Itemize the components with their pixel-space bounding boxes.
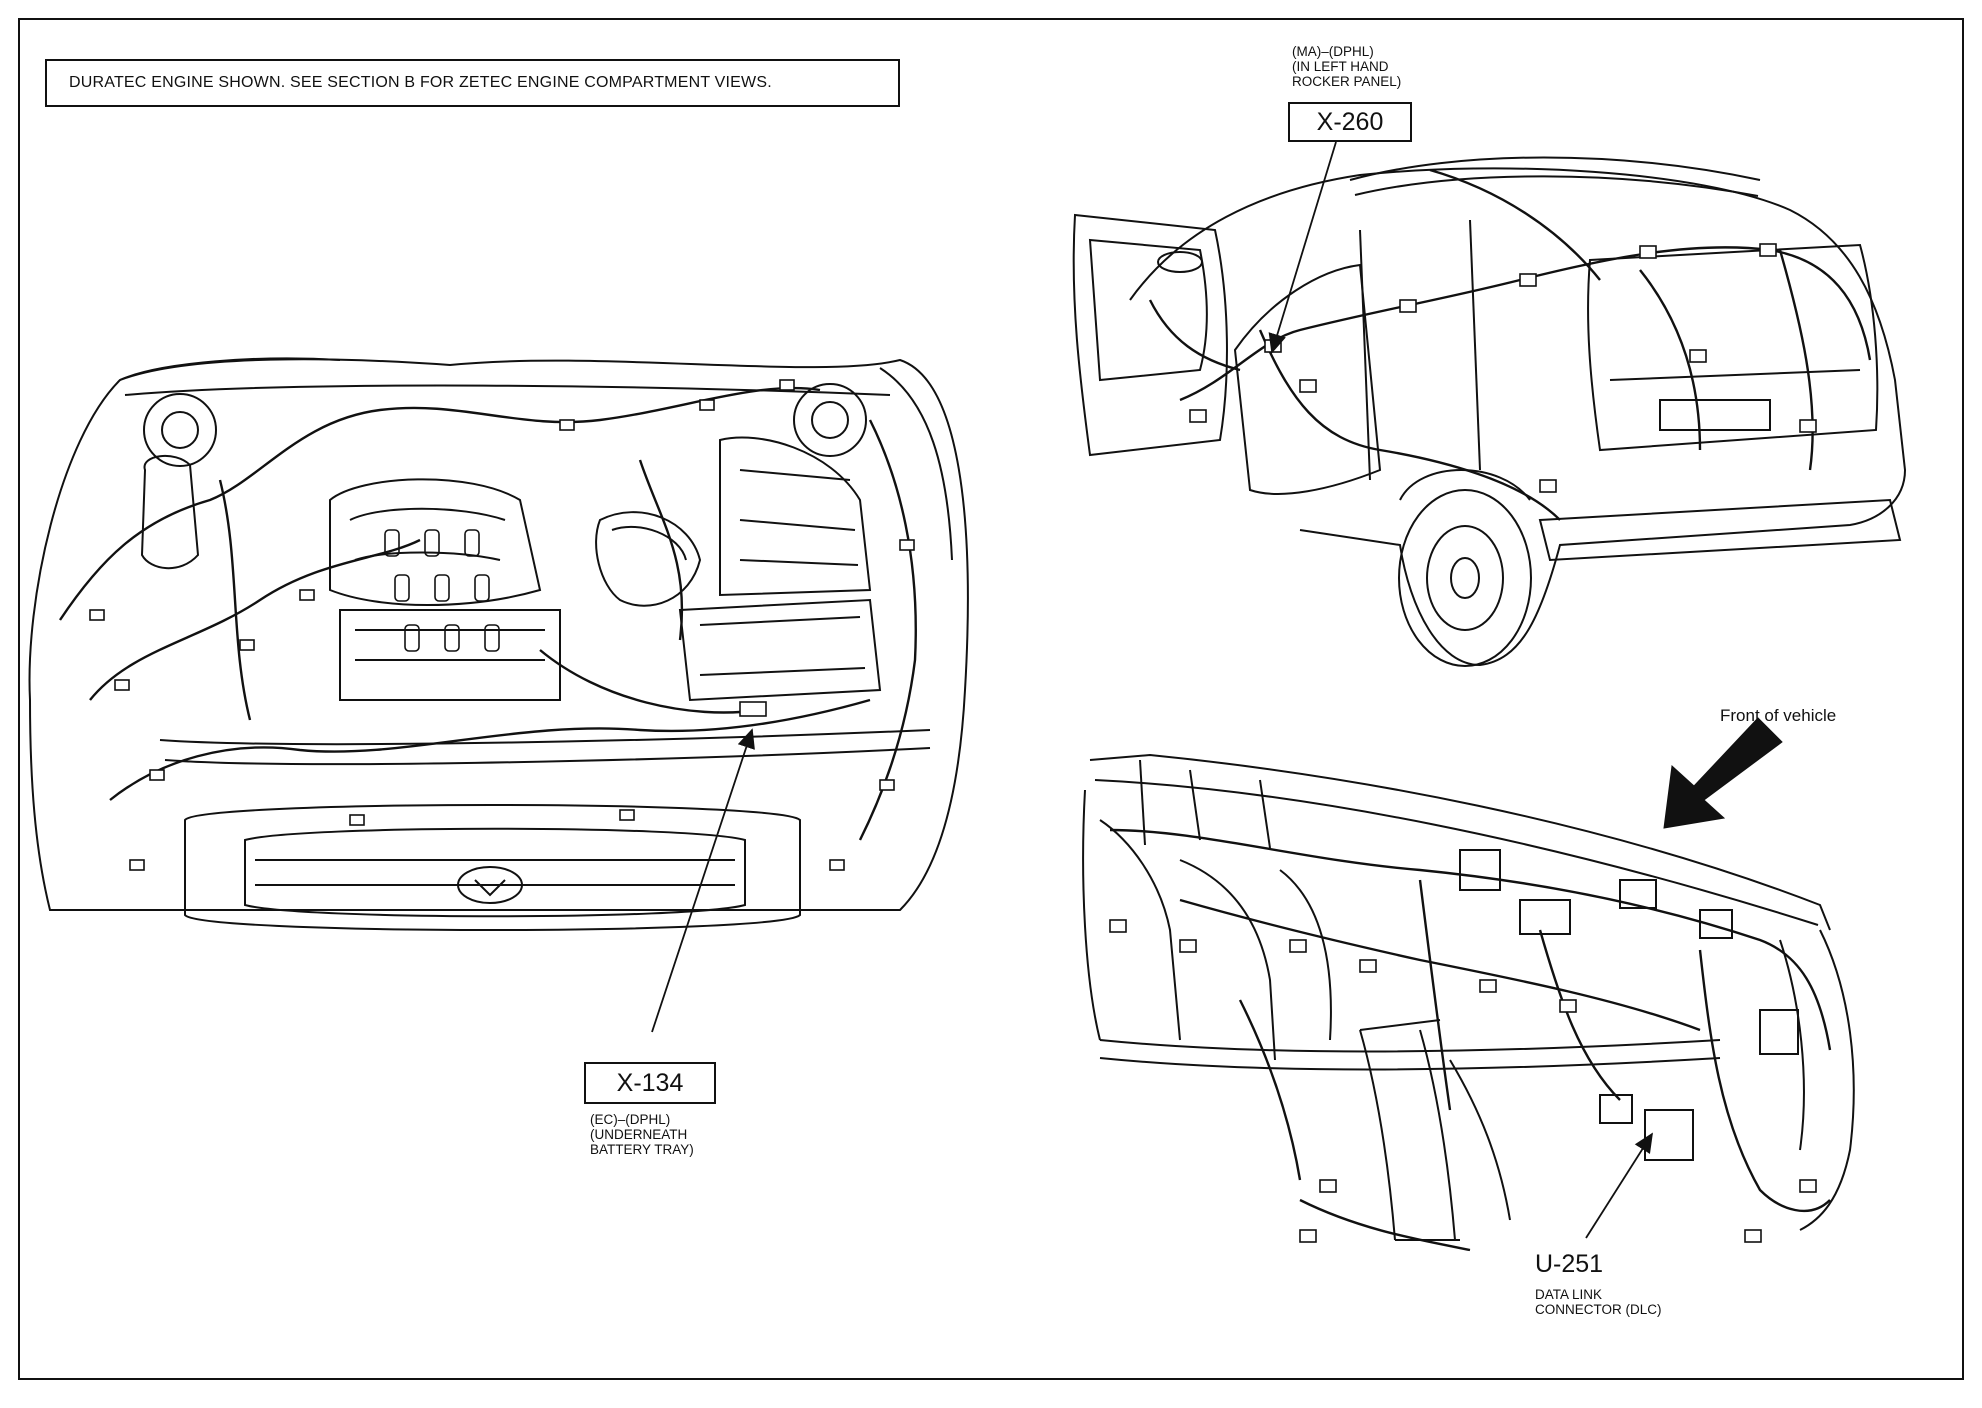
vehicle-rear-illustration: [1072, 156, 1907, 667]
x134-connector-tag: X-134: [584, 1062, 716, 1104]
u251-location-caption: DATA LINK CONNECTOR (DLC): [1535, 1287, 1662, 1317]
notice-box: DURATEC ENGINE SHOWN. SEE SECTION B FOR …: [45, 59, 900, 107]
x260-code: X-260: [1316, 107, 1384, 136]
front-of-vehicle-arrow: [1663, 717, 1783, 829]
engine-compartment-illustration: [28, 357, 969, 931]
x134-leader: [651, 728, 755, 1033]
instrument-panel-illustration: [1082, 753, 1855, 1252]
front-of-vehicle-label: Front of vehicle: [1720, 706, 1837, 725]
x260-leader: [1268, 141, 1337, 354]
x260-location-caption: (MA)–(DPHL) (IN LEFT HAND ROCKER PANEL): [1292, 44, 1402, 89]
page-frame: [18, 18, 1964, 1380]
u251-code: U-251: [1535, 1250, 1604, 1278]
u251-leader: [1585, 1132, 1653, 1239]
x134-code: X-134: [616, 1068, 684, 1097]
x260-connector-tag: X-260: [1288, 102, 1412, 142]
x134-location-caption: (EC)–(DPHL) (UNDERNEATH BATTERY TRAY): [590, 1112, 694, 1157]
notice-text: DURATEC ENGINE SHOWN. SEE SECTION B FOR …: [69, 74, 772, 91]
